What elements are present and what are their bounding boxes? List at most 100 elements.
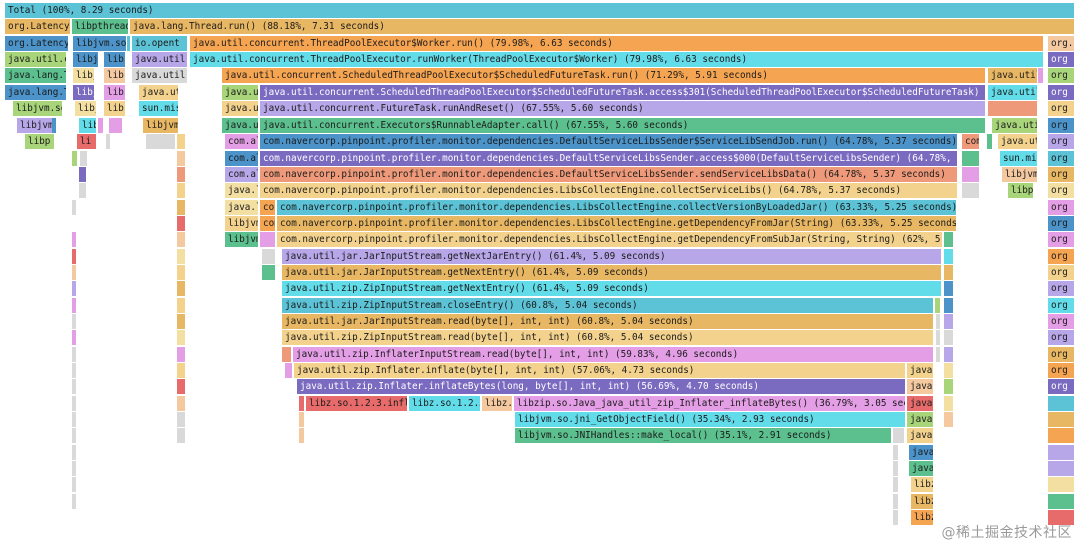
frame-org-right-20[interactable]: org (1048, 347, 1075, 362)
frame-thin-26[interactable] (177, 412, 186, 427)
frame-sun-mis-a[interactable]: sun.mis (139, 101, 179, 116)
frame-tiny-r[interactable] (944, 363, 954, 378)
frame-java-small-d[interactable]: java. (907, 412, 934, 427)
frame-li-a[interactable]: li (77, 134, 97, 149)
frame-send-data[interactable]: com.navercorp.pinpoint.profiler.monitor.… (260, 167, 958, 182)
frame-thin-3[interactable] (80, 151, 88, 166)
frame-java-util-right-b[interactable]: java.util. (988, 85, 1038, 100)
frame-org-right-17[interactable]: org (1048, 298, 1075, 313)
frame-thin-39[interactable] (72, 396, 77, 411)
frame-thin-5[interactable] (79, 183, 87, 198)
frame-thin-12[interactable] (177, 183, 186, 198)
frame-thin-48[interactable] (1038, 68, 1044, 83)
frame-org-right-9[interactable]: org (1048, 167, 1075, 182)
frame-thin-10[interactable] (177, 151, 186, 166)
frame-libjvm-a[interactable]: libjvm.so. (73, 36, 127, 51)
frame-dep-from-jar[interactable]: com.navercorp.pinpoint.profiler.monitor.… (277, 216, 957, 231)
frame-libjvm-d[interactable]: libjvm (143, 118, 179, 133)
frame-org-right-extra-1[interactable] (1048, 494, 1075, 509)
frame-lib-c[interactable]: lib (104, 85, 126, 100)
frame-thin-4[interactable] (79, 167, 87, 182)
frame-com-b[interactable]: com.al (225, 151, 259, 166)
frame-thin-25[interactable] (177, 396, 186, 411)
frame-thin-2[interactable] (72, 151, 78, 166)
frame-org-right-25[interactable] (1048, 428, 1075, 443)
frame-lib-a[interactable]: lib (104, 52, 126, 67)
frame-org-right-1[interactable]: org. (1048, 36, 1075, 51)
frame-thin-19[interactable] (177, 298, 186, 313)
frame-com-c[interactable]: com.al (225, 167, 259, 182)
frame-gray-a[interactable] (146, 134, 176, 149)
frame-thin-20[interactable] (177, 314, 186, 329)
frame-jutil-a[interactable]: java.util.co (5, 52, 67, 67)
frame-java-small-c[interactable]: java. (907, 396, 934, 411)
frame-org-right-15[interactable]: org (1048, 265, 1075, 280)
frame-thin-37[interactable] (72, 363, 77, 378)
frame-jlang-a[interactable]: java.lang.Th (5, 68, 67, 83)
frame-thin-32[interactable] (72, 281, 77, 296)
frame-java-small-a[interactable]: java. (907, 363, 934, 378)
frame-thin-27[interactable] (177, 428, 186, 443)
frame-thin-41[interactable] (72, 428, 77, 443)
frame-jlang-b[interactable]: java.lang.Th (5, 85, 67, 100)
frame-sched-run[interactable]: java.util.concurrent.ScheduledThreadPool… (222, 68, 986, 83)
frame-tiny-s[interactable] (944, 379, 954, 394)
frame-jutil-c[interactable]: java.util.co (132, 68, 188, 83)
frame-jutil-e[interactable]: java.ut (222, 101, 259, 116)
frame-libj-a[interactable]: libj (73, 52, 99, 67)
frame-run-worker[interactable]: java.util.concurrent.ThreadPoolExecutor.… (190, 52, 1044, 67)
frame-thin-42[interactable] (72, 445, 77, 460)
frame-thin-40[interactable] (72, 412, 77, 427)
frame-jutil-d[interactable]: java.ut (222, 85, 259, 100)
frame-libp-a[interactable]: libp (25, 134, 55, 149)
frame-thin-22[interactable] (177, 347, 186, 362)
frame-thin-21[interactable] (177, 330, 186, 345)
frame-com-small-b[interactable]: co (260, 200, 276, 215)
frame-thin-58[interactable] (893, 510, 899, 525)
frame-thin-47[interactable] (987, 134, 993, 149)
frame-org-right-11[interactable]: org (1048, 200, 1075, 215)
frame-libzip-inflate[interactable]: libzip.so.Java_java_util_zip_Inflater_in… (514, 396, 906, 411)
frame-org-right-18[interactable]: org (1048, 314, 1075, 329)
frame-libjvm-c[interactable]: libjvm. (17, 118, 57, 133)
frame-org-right-26[interactable] (1048, 445, 1075, 460)
frame-thin-8[interactable] (106, 134, 111, 149)
frame-thin-56[interactable] (893, 477, 899, 492)
frame-tiny-h[interactable] (262, 265, 276, 280)
frame-jutil-right-a[interactable]: java.util (988, 68, 1038, 83)
frame-org-right-13[interactable]: org (1048, 232, 1075, 247)
frame-thin-35[interactable] (72, 330, 77, 345)
frame-libz-small[interactable]: libz.s (482, 396, 513, 411)
frame-tiny-x[interactable] (299, 428, 305, 443)
frame-zip-next-entry[interactable]: java.util.zip.ZipInputStream.getNextEntr… (282, 281, 942, 296)
frame-thin-23[interactable] (177, 363, 186, 378)
frame-total[interactable]: Total (100%, 8.29 seconds) (5, 3, 1075, 18)
frame-tiny-p[interactable] (944, 347, 954, 362)
frame-tiny-n[interactable] (944, 330, 954, 345)
frame-thin-49[interactable] (946, 232, 954, 247)
frame-java-small-e[interactable]: java. (907, 428, 934, 443)
frame-thin-15[interactable] (177, 232, 186, 247)
frame-tiny-b[interactable] (962, 151, 980, 166)
frame-thread-run[interactable]: java.lang.Thread.run() (88.18%, 7.31 sec… (130, 19, 1075, 34)
frame-org-right-12[interactable]: org (1048, 216, 1075, 231)
frame-future-run[interactable]: java.util.concurrent.FutureTask.runAndRe… (260, 101, 986, 116)
frame-tiny-v[interactable] (299, 412, 305, 427)
frame-org-right-22[interactable]: org (1048, 379, 1075, 394)
frame-thin-53[interactable] (893, 428, 905, 443)
frame-java-ut-right-d[interactable]: java.ut (998, 134, 1038, 149)
frame-runnable-call[interactable]: java.util.concurrent.Executors$RunnableA… (260, 118, 986, 133)
frame-tiny-o[interactable] (282, 347, 292, 362)
frame-inflater-read[interactable]: java.util.zip.InflaterInputStream.read(b… (293, 347, 934, 362)
frame-thin-51[interactable] (936, 330, 941, 345)
frame-thin-18[interactable] (177, 281, 186, 296)
frame-jar-read[interactable]: java.util.jar.JarInputStream.read(byte[]… (282, 314, 934, 329)
frame-org-right-7[interactable]: org (1048, 134, 1075, 149)
frame-jutil-f[interactable]: java.ut (222, 118, 259, 133)
frame-org-right-extra-2[interactable] (1048, 510, 1075, 525)
frame-inflate[interactable]: java.util.zip.Inflater.inflate(byte[], i… (294, 363, 906, 378)
frame-dep-from-subjar[interactable]: com.navercorp.pinpoint.profiler.monitor.… (277, 232, 943, 247)
frame-libjvm-f[interactable]: libjvm (225, 216, 259, 231)
frame-thin-14[interactable] (177, 216, 186, 231)
frame-tiny-k[interactable] (935, 298, 941, 313)
